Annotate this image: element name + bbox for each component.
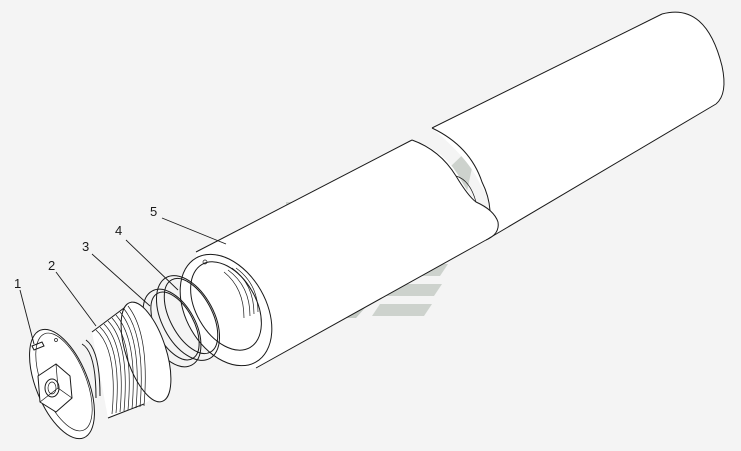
callout-4: 4 — [115, 223, 122, 238]
threaded-plug-part-2 — [29, 301, 172, 440]
callout-leader-lines — [19, 217, 227, 345]
callout-3: 3 — [82, 239, 89, 254]
o-ring-part-4 — [155, 275, 221, 361]
callout-labels: 1 2 3 4 5 — [14, 204, 157, 291]
callout-1: 1 — [14, 276, 21, 291]
tube-body — [179, 11, 725, 369]
callout-2: 2 — [48, 258, 55, 273]
callout-5: 5 — [150, 204, 157, 219]
